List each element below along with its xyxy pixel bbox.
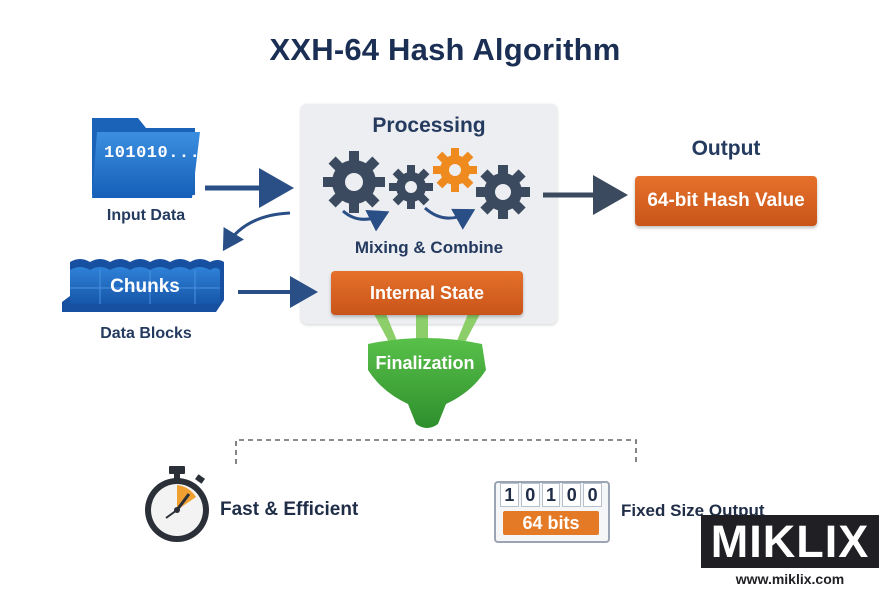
gear-icon bbox=[476, 165, 530, 219]
data-blocks-label: Data Blocks bbox=[100, 325, 192, 342]
funnel-icon bbox=[368, 314, 486, 428]
watermark-url: www.miklix.com bbox=[735, 571, 845, 587]
gear-icon bbox=[323, 151, 385, 213]
file-binary-text: 101010... bbox=[104, 144, 201, 163]
arrow-curve-to-chunks bbox=[222, 211, 291, 252]
fast-efficient-label: Fast & Efficient bbox=[220, 499, 359, 520]
bit-cell: 0 bbox=[583, 483, 602, 507]
bits-badge: 64 bits bbox=[503, 511, 599, 535]
output-label: Output bbox=[691, 137, 761, 160]
watermark-logo: MIKLIX bbox=[701, 515, 879, 568]
dashed-bracket bbox=[235, 439, 637, 464]
bit-cell: 0 bbox=[520, 483, 540, 507]
chunks-text: Chunks bbox=[110, 276, 180, 297]
mixing-arrow bbox=[342, 209, 390, 232]
bit-cell: 1 bbox=[500, 483, 519, 507]
stopwatch-icon bbox=[145, 466, 209, 542]
chunks-icon bbox=[62, 259, 224, 312]
bits-row: 1 0 1 0 0 bbox=[500, 483, 602, 507]
bit-cell: 0 bbox=[562, 483, 582, 507]
folder-icon bbox=[92, 118, 200, 198]
processing-title: Processing bbox=[372, 114, 486, 137]
hash-value-box: 64-bit Hash Value bbox=[635, 176, 817, 226]
bit-cell: 1 bbox=[541, 483, 561, 507]
internal-state-box: Internal State bbox=[331, 271, 523, 315]
gear-icon bbox=[433, 148, 477, 192]
input-data-label: Input Data bbox=[106, 207, 186, 224]
gear-icon bbox=[389, 165, 433, 209]
finalization-label: Finalization bbox=[375, 353, 475, 373]
mixing-arrow bbox=[423, 206, 476, 230]
diagram-title: XXH-64 Hash Algorithm bbox=[269, 32, 621, 67]
mixing-label: Mixing & Combine bbox=[354, 238, 504, 257]
